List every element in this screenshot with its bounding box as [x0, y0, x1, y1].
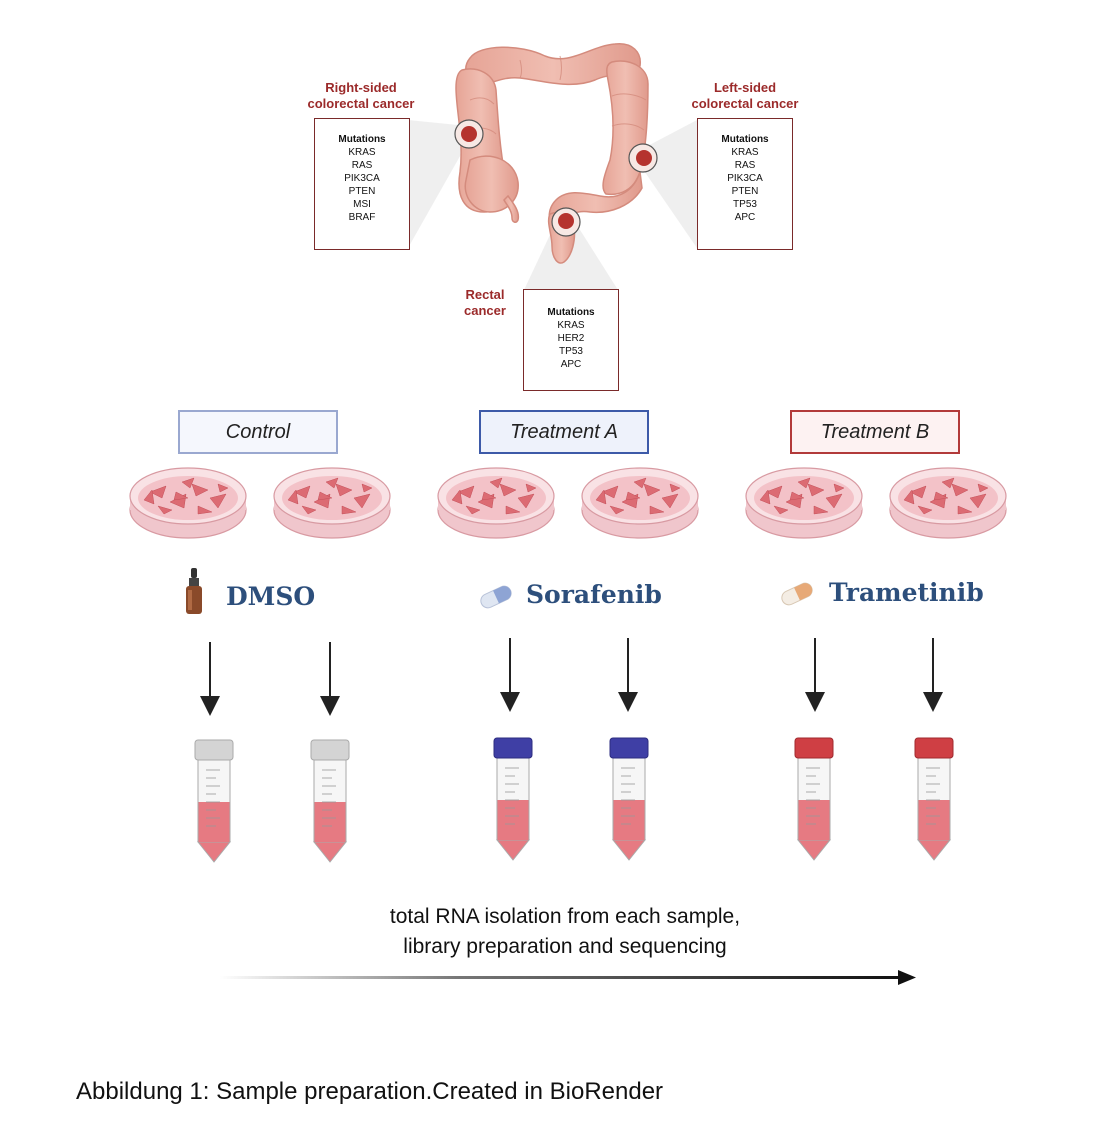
sample-tube [794, 737, 834, 861]
process-arrows [200, 638, 943, 716]
experiment-illustration [129, 467, 1007, 985]
mutation-item: PIK3CA [727, 173, 763, 184]
drug-label-sorafenib: Sorafenib [526, 580, 662, 609]
capsule-icon [781, 582, 813, 606]
left-mutation-box: Mutations KRAS RAS PIK3CA PTEN TP53 APC [697, 118, 793, 250]
rectal-mutation-box: Mutations KRAS HER2 TP53 APC [523, 289, 619, 391]
mutation-item: RAS [351, 160, 373, 171]
right-sided-cancer-title: Right-sided colorectal cancer [307, 80, 415, 111]
right-mutation-box: Mutations KRAS RAS PIK3CA PTEN MSI BRAF [314, 118, 410, 250]
group-box-treatment-a: Treatment A [479, 410, 649, 454]
group-label: Control [225, 420, 291, 443]
group-box-treatment-b: Treatment B [790, 410, 960, 454]
sample-tube [194, 739, 234, 863]
mutation-item: PTEN [731, 186, 759, 197]
mutations-heading: Mutations [547, 307, 595, 318]
figure-caption: Abbildung 1: Sample preparation.Created … [76, 1078, 664, 1105]
group-box-control: Control [178, 410, 338, 454]
drug-label-dmso: DMSO [226, 582, 316, 611]
workflow-arrow [220, 970, 916, 985]
dropper-bottle-icon [186, 568, 202, 614]
petri-dish [273, 467, 391, 539]
workflow-description: total RNA isolation from each sample, li… [389, 905, 741, 958]
mutation-item: HER2 [557, 333, 585, 344]
sample-tube [493, 737, 533, 861]
petri-dish [437, 467, 555, 539]
group-label: Treatment A [510, 420, 618, 443]
colon-illustration [408, 43, 697, 290]
mutation-item: KRAS [731, 147, 759, 158]
mutation-item: PIK3CA [344, 173, 380, 184]
left-sided-cancer-title: Left-sided colorectal cancer [691, 80, 799, 111]
mutation-item: TP53 [733, 199, 757, 210]
mutation-item: APC [560, 359, 582, 370]
group-label: Treatment B [820, 420, 930, 443]
drug-label-trametinib: Trametinib [829, 578, 984, 607]
mutation-item: KRAS [348, 147, 376, 158]
petri-dish [745, 467, 863, 539]
mutation-item: PTEN [348, 186, 376, 197]
tumor-right-marker [454, 119, 484, 149]
mutation-item: BRAF [348, 212, 376, 223]
rectal-callout-wedge [524, 222, 618, 290]
mutation-item: APC [734, 212, 756, 223]
petri-dish [889, 467, 1007, 539]
colon [455, 43, 649, 264]
mutations-heading: Mutations [721, 134, 769, 145]
right-callout-wedge [408, 120, 468, 248]
sample-tube [609, 737, 649, 861]
sample-tube [914, 737, 954, 861]
capsule-icon [480, 585, 512, 609]
petri-dish [581, 467, 699, 539]
mutation-item: KRAS [557, 320, 585, 331]
mutation-item: TP53 [559, 346, 583, 357]
petri-dish [129, 467, 247, 539]
mutation-item: RAS [734, 160, 756, 171]
mutation-item: MSI [353, 199, 371, 210]
mutations-heading: Mutations [338, 134, 386, 145]
sample-tube [310, 739, 350, 863]
tumor-left-marker [628, 143, 658, 173]
rectal-cancer-title: Rectal cancer [464, 287, 506, 318]
tumor-rectal-marker [551, 207, 581, 237]
